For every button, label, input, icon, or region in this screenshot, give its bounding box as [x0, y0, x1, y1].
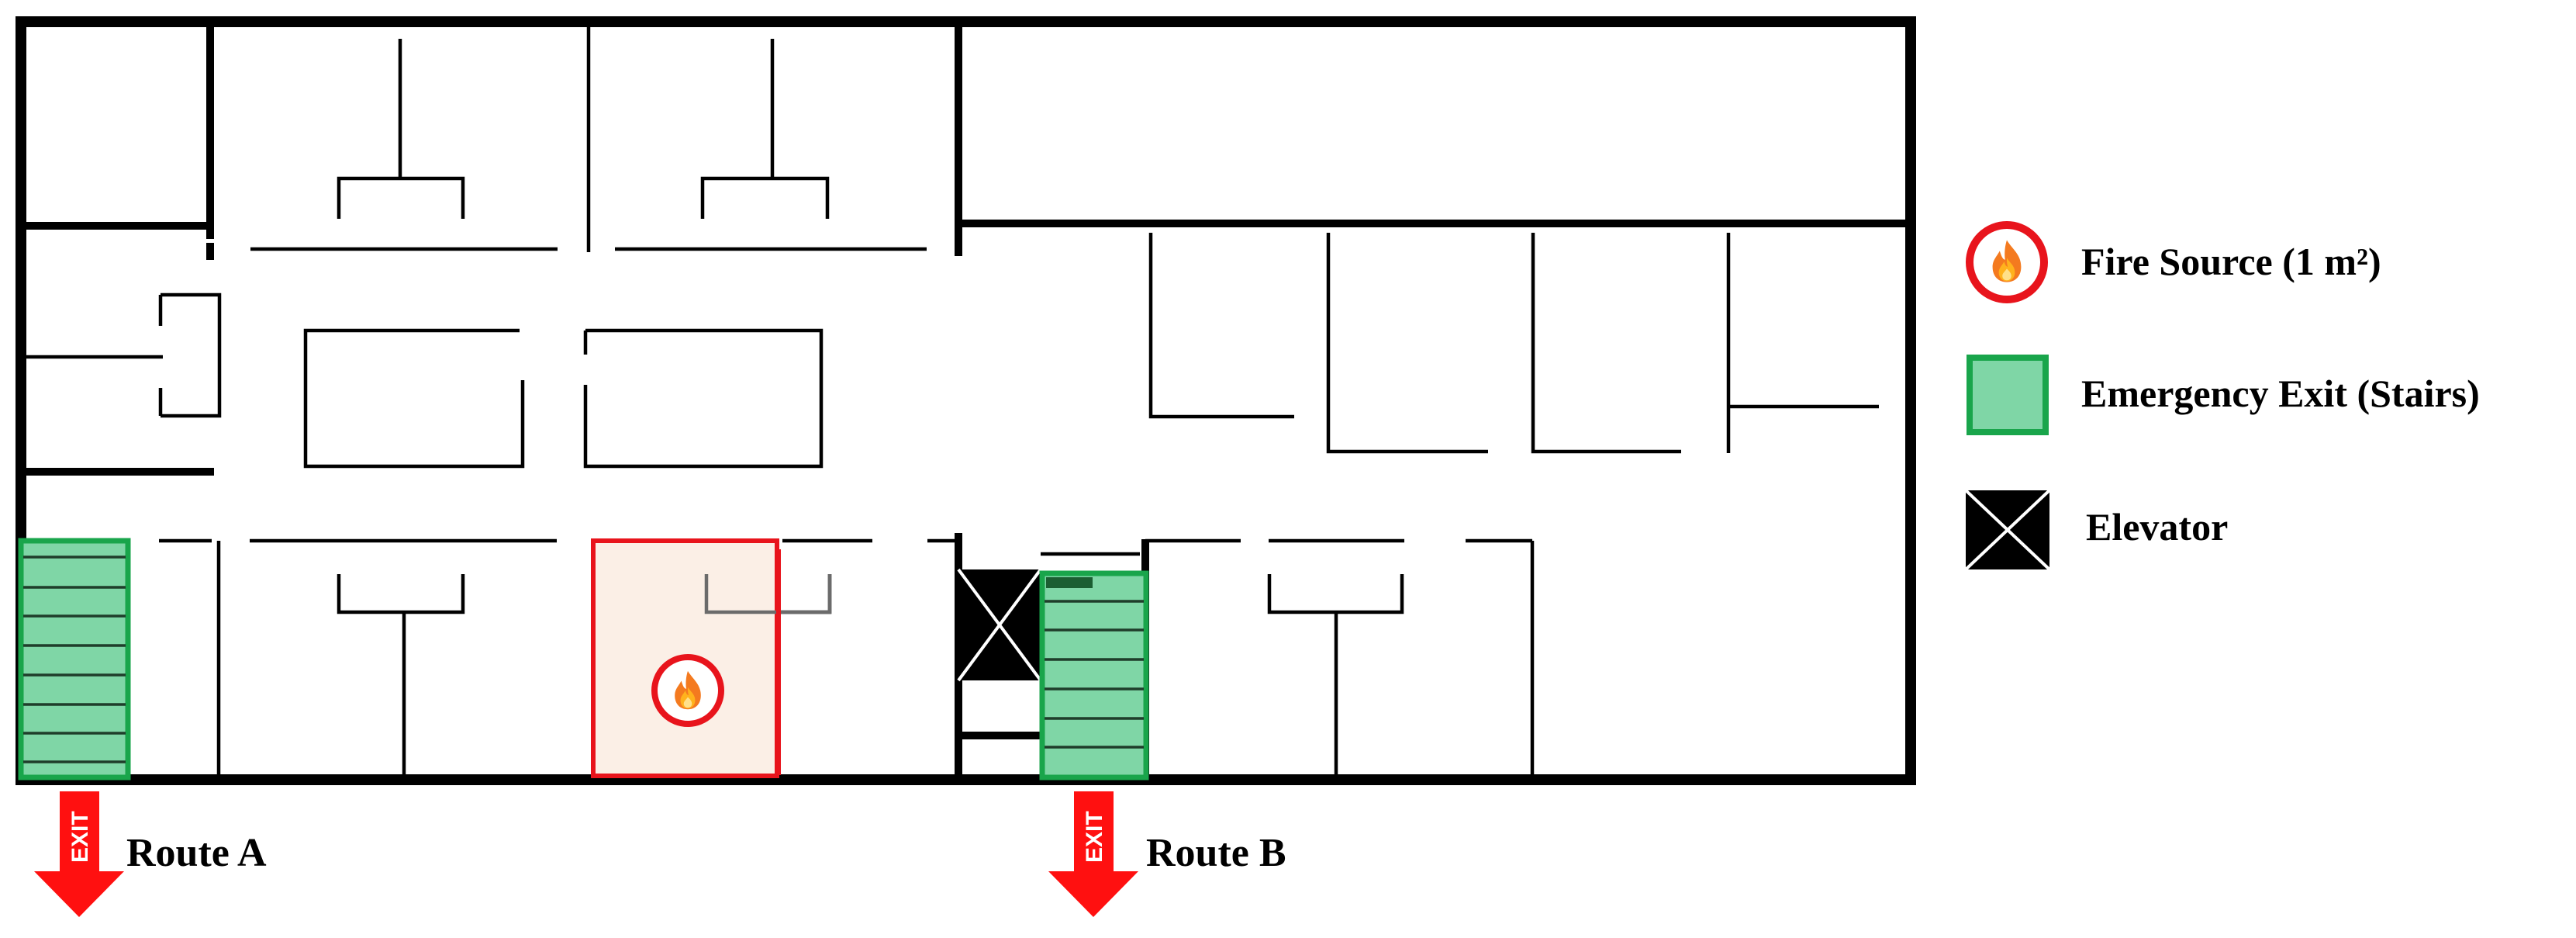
elevator-shaft — [957, 568, 1042, 682]
exit-arrow-icon — [1048, 791, 1138, 917]
legend-elevator-label: Elevator — [2086, 505, 2228, 549]
stairs-right — [1039, 570, 1149, 781]
legend-emergency-exit-label: Emergency Exit (Stairs) — [2081, 372, 2480, 415]
route-b-label: Route B — [1146, 831, 1286, 875]
exit-sign-text: EXIT — [1082, 811, 1107, 863]
stairs-icon — [1967, 355, 2049, 435]
legend-fire-source-label: Fire Source (1 m²) — [2081, 240, 2381, 283]
stairs-left — [18, 538, 131, 781]
exit-arrow-b: EXIT — [1048, 791, 1138, 917]
legend-emergency-exit: Emergency Exit (Stairs) — [1967, 355, 2480, 435]
exit-arrow-icon — [34, 791, 124, 917]
fire-source-marker — [651, 654, 724, 727]
legend-fire-source: Fire Source (1 m²) — [1966, 221, 2381, 303]
elevator-x-icon — [1964, 489, 2051, 571]
legend-elevator: Elevator — [1964, 489, 2228, 571]
legend: Fire Source (1 m²) Emergency Exit (Stair… — [1964, 221, 2480, 571]
exit-arrow-a: EXIT — [34, 791, 124, 917]
route-a-label: Route A — [126, 831, 267, 875]
partitions — [21, 22, 1879, 780]
exit-sign-text: EXIT — [67, 811, 93, 863]
outer-walls — [16, 16, 1916, 785]
fire-room — [591, 538, 832, 778]
